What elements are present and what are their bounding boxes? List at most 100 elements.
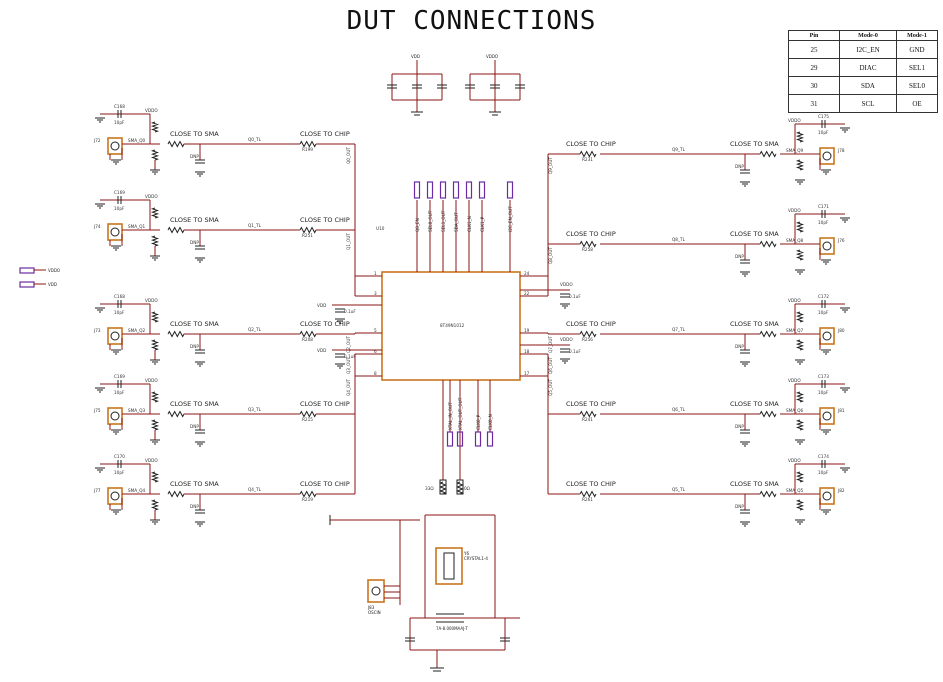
port-name: SDA_OUT [454, 212, 459, 232]
top-pin-port: Q8_EN [413, 181, 421, 272]
trace-label: Q9_TL [672, 147, 686, 152]
resistor-ref: R251 [302, 233, 313, 238]
connector-ref: J77 [93, 488, 101, 493]
cap-value: 10pF [114, 470, 125, 475]
bottom-pin-port: CLK0_N [486, 380, 494, 447]
connector-ref: J74 [93, 224, 101, 229]
note-close-to-sma: CLOSE TO SMA [730, 480, 779, 488]
resistor-ref: R199 [302, 147, 313, 152]
vdd-flag-label: VDD [48, 282, 57, 287]
resistor-symbol [759, 490, 777, 498]
sma-connector [819, 327, 835, 345]
top-pin-port: SDA_OUT [452, 181, 460, 272]
resistor-symbol [795, 419, 805, 431]
note-close-to-sma: CLOSE TO SMA [730, 400, 779, 408]
port-flag [474, 431, 482, 447]
vddo-label: VDDO [145, 194, 158, 199]
resistor-symbol [150, 235, 160, 247]
resistor-symbol [456, 481, 464, 495]
ic-pin-number: 18 [524, 349, 530, 354]
port-flag [426, 181, 434, 199]
resistor-symbol [150, 499, 160, 511]
resistor-value: 33Ω [425, 486, 434, 491]
trace-label: Q1_TL [248, 223, 262, 228]
sma-connector [107, 407, 123, 425]
net-out-label: Q1_OUT [346, 233, 351, 250]
top-decoupling-group-right: VDDO [465, 54, 525, 116]
connector-ref: J72 [93, 138, 101, 143]
vdd-label: VDD [317, 348, 326, 353]
cap-ref: C168 [114, 294, 125, 299]
resistor-ref: R258 [582, 247, 593, 252]
resistor-ref: R261 [582, 497, 593, 502]
net-out-label: Q2_OUT [346, 336, 351, 353]
vddo-label: VDDO [788, 378, 801, 383]
note-close-to-sma: CLOSE TO SMA [170, 320, 219, 328]
sma-signal-label: SMA_Q3 [128, 408, 146, 413]
resistor-symbol [795, 311, 805, 323]
vddo-label: VDDO [560, 282, 573, 287]
vddo-flag-label: VDDO [48, 268, 60, 273]
power-flags: VDDO VDD [19, 267, 60, 288]
cap-value: 10pF [114, 206, 125, 211]
resistor-symbol [759, 330, 777, 338]
dnp-label: DNP [735, 424, 744, 429]
port-flag [452, 181, 460, 199]
resistor-symbol [150, 471, 160, 483]
note-close-to-chip: CLOSE TO CHIP [300, 400, 350, 408]
note-close-to-sma: CLOSE TO SMA [170, 400, 219, 408]
resistor-symbol [439, 481, 447, 495]
net-out-label: Q3_OUT [346, 357, 351, 374]
sma-connector [107, 487, 123, 505]
cap-value: 10pF [818, 470, 829, 475]
resistor-symbol [299, 490, 317, 498]
port-name: CLK1_N [467, 216, 472, 232]
resistor-symbol [150, 121, 160, 133]
resistor-symbol [579, 330, 597, 338]
crystal-section: Y6 CRYSTAL1-4 7A-8.000MAAJ-T [405, 380, 520, 672]
table-cell: OE [896, 94, 938, 113]
resistor-symbol [579, 240, 597, 248]
cap-value: 0.1uF [344, 354, 356, 359]
net-out-label: Q0_OUT [346, 147, 351, 164]
net-out-label: Q7_OUT [548, 336, 553, 353]
note-close-to-sma: CLOSE TO SMA [730, 230, 779, 238]
trace-label: Q3_TL [248, 407, 262, 412]
port-flag [446, 431, 454, 447]
resistor-symbol [759, 150, 777, 158]
top-pin-port: CLK1_N [465, 181, 473, 272]
note-close-to-chip: CLOSE TO CHIP [300, 130, 350, 138]
dnp-label: DNP [735, 504, 744, 509]
dnp-label: DNP [190, 344, 199, 349]
resistor-ref: R241 [582, 417, 593, 422]
cap-value: 10pF [114, 310, 125, 315]
dnp-label: DNP [735, 344, 744, 349]
top-pin-port: SEL1_OUT [439, 181, 447, 272]
port-name: XTAL_IN_OUT [448, 402, 453, 430]
ic-pin-number: 8 [374, 371, 377, 376]
note-close-to-chip: CLOSE TO CHIP [566, 320, 616, 328]
note-close-to-chip: CLOSE TO CHIP [566, 480, 616, 488]
resistor-ref: R231 [582, 157, 593, 162]
crystal-part: CRYSTAL1-4 [464, 556, 488, 561]
bottom-pin-port: CLK0_P [474, 380, 482, 447]
dnp-label: DNP [190, 240, 199, 245]
ic-pin-number: 1 [374, 271, 377, 276]
oscin-ref: J83 [367, 605, 375, 610]
resistor-symbol [299, 140, 317, 148]
cap-value: 10pF [818, 220, 829, 225]
cap-ref: C168 [114, 104, 125, 109]
table-row: 29 DIAC SEL1 [788, 58, 938, 77]
dnp-label: DNP [190, 154, 199, 159]
note-close-to-sma: CLOSE TO SMA [170, 130, 219, 138]
oscillator-part: 7A-8.000MAAJ-T [436, 626, 468, 631]
resistor-ref: R256 [582, 337, 593, 342]
sma-connector [819, 487, 835, 505]
resistor-symbol [795, 249, 805, 261]
